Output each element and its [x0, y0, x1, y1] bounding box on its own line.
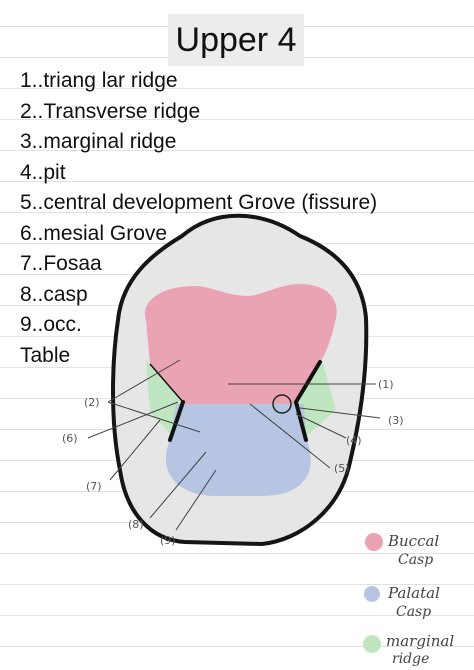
terms-list: 1..triang lar ridge 2..Transverse ridge …	[20, 66, 377, 371]
list-item: 1..triang lar ridge	[20, 69, 178, 92]
legend-buccal-label-2: Casp	[398, 552, 433, 568]
page-title: Upper 4	[168, 14, 304, 66]
callout-3: (3)	[388, 414, 404, 427]
ridge-stroke-left-upper	[149, 363, 184, 403]
list-item: 5..central development Grove (fissure)	[20, 191, 378, 214]
legend-marginal-swatch	[363, 635, 381, 653]
legend-buccal-label-1: Buccal	[387, 532, 439, 550]
list-item: Table	[20, 343, 71, 367]
legend-marginal-label-2: ridge	[392, 651, 429, 667]
legend-palatal-swatch	[364, 586, 380, 602]
list-item: 2..Transverse ridge	[20, 99, 201, 123]
callout-6: (6)	[62, 432, 78, 445]
ridge-stroke-left	[168, 400, 185, 442]
legend-buccal-swatch	[365, 533, 383, 551]
callout-7: (7)	[86, 480, 102, 493]
palatal-cusp	[165, 404, 311, 496]
list-item: 4..pit	[20, 160, 66, 184]
central-pit	[272, 394, 292, 414]
list-item: 9..occ.	[20, 313, 82, 336]
list-item: 8..casp	[20, 282, 88, 306]
ridge-stroke-right	[293, 360, 322, 442]
legend-marginal-label-1: marginal	[386, 632, 454, 650]
callout-8: (8)	[128, 518, 144, 531]
legend-palatal-label-2: Casp	[396, 604, 431, 620]
legend-palatal-label-1: Palatal	[387, 584, 440, 602]
callout-5: (5)	[334, 462, 350, 475]
callout-1: (1)	[378, 378, 394, 391]
list-item: 3..marginal ridge	[20, 130, 177, 153]
list-item: 6..mesial Grove	[20, 221, 168, 245]
buccal-cusp	[144, 284, 337, 404]
callout-4: (4)	[346, 434, 362, 447]
callout-9: (9)	[160, 534, 176, 547]
leader-lines	[87, 359, 381, 531]
callout-2: (2)	[84, 396, 100, 409]
list-item: 7..Fosaa	[20, 252, 102, 275]
